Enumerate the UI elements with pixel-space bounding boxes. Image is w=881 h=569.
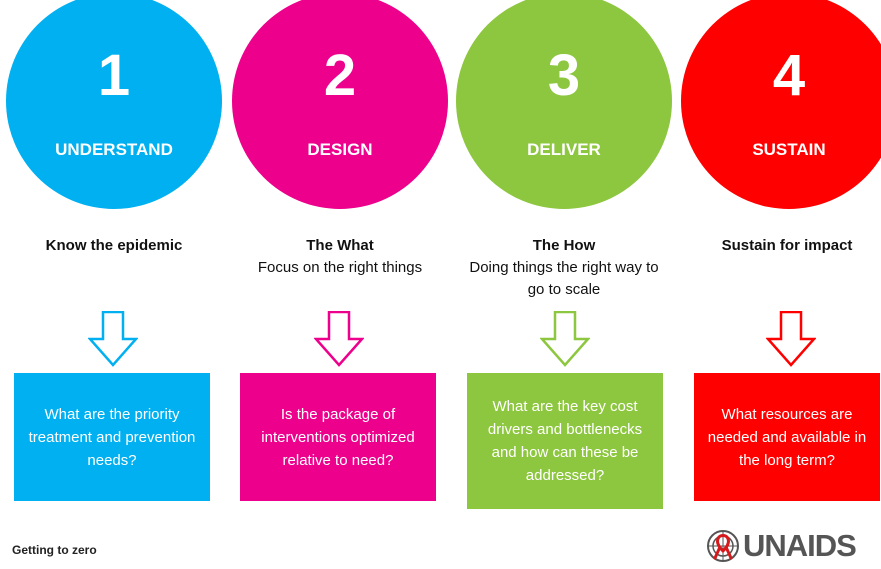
step-title-design: DESIGN <box>307 140 373 159</box>
step-heading-design: The What <box>306 237 374 254</box>
step-subtext-deliver: Doing things the right way to go to scal… <box>469 259 659 298</box>
circle-design: 2 DESIGN <box>232 0 448 209</box>
step-title-deliver: DELIVER <box>527 140 601 159</box>
step-number-1: 1 <box>97 43 131 108</box>
column-text-sustain: Sustain for impact <box>694 235 880 257</box>
step-title-sustain: SUSTAIN <box>752 140 826 159</box>
down-arrow-icon-sustain <box>766 311 816 367</box>
question-text-deliver: What are the key cost drivers and bottle… <box>487 398 643 484</box>
question-box-deliver: What are the key cost drivers and bottle… <box>467 373 663 509</box>
down-arrow-icon-design <box>314 311 364 367</box>
step-number-4: 4 <box>772 43 806 108</box>
circle-understand: 1 UNDERSTAND <box>6 0 222 209</box>
circle-sustain: 4 SUSTAIN <box>681 0 881 209</box>
step-heading-sustain: Sustain for impact <box>721 237 853 254</box>
column-text-design: The What Focus on the right things <box>255 235 425 279</box>
un-emblem-ribbon-icon <box>707 530 739 562</box>
down-arrow-icon-deliver <box>540 311 590 367</box>
column-text-understand: Know the epidemic <box>6 235 222 257</box>
question-text-design: Is the package of interventions optimize… <box>261 405 415 469</box>
down-arrow-icon-understand <box>88 311 138 367</box>
step-number-2: 2 <box>323 43 357 108</box>
unaids-logo: UNAIDS <box>706 528 857 564</box>
step-number-3: 3 <box>547 43 581 108</box>
step-subtext-design: Focus on the right things <box>257 259 423 276</box>
step-heading-understand: Know the epidemic <box>45 237 183 254</box>
step-title-understand: UNDERSTAND <box>55 140 173 159</box>
circle-deliver: 3 DELIVER <box>456 0 672 209</box>
question-text-understand: What are the priority treatment and prev… <box>28 405 196 469</box>
logo-text: UNAIDS <box>743 528 857 563</box>
question-box-design: Is the package of interventions optimize… <box>240 373 436 501</box>
question-box-understand: What are the priority treatment and prev… <box>14 373 210 501</box>
footer-tagline: Getting to zero <box>12 543 97 557</box>
question-text-sustain: What resources are needed and available … <box>707 405 867 469</box>
step-heading-deliver: The How <box>532 237 596 254</box>
column-text-deliver: The How Doing things the right way to go… <box>460 235 668 301</box>
question-box-sustain: What resources are needed and available … <box>694 373 880 501</box>
